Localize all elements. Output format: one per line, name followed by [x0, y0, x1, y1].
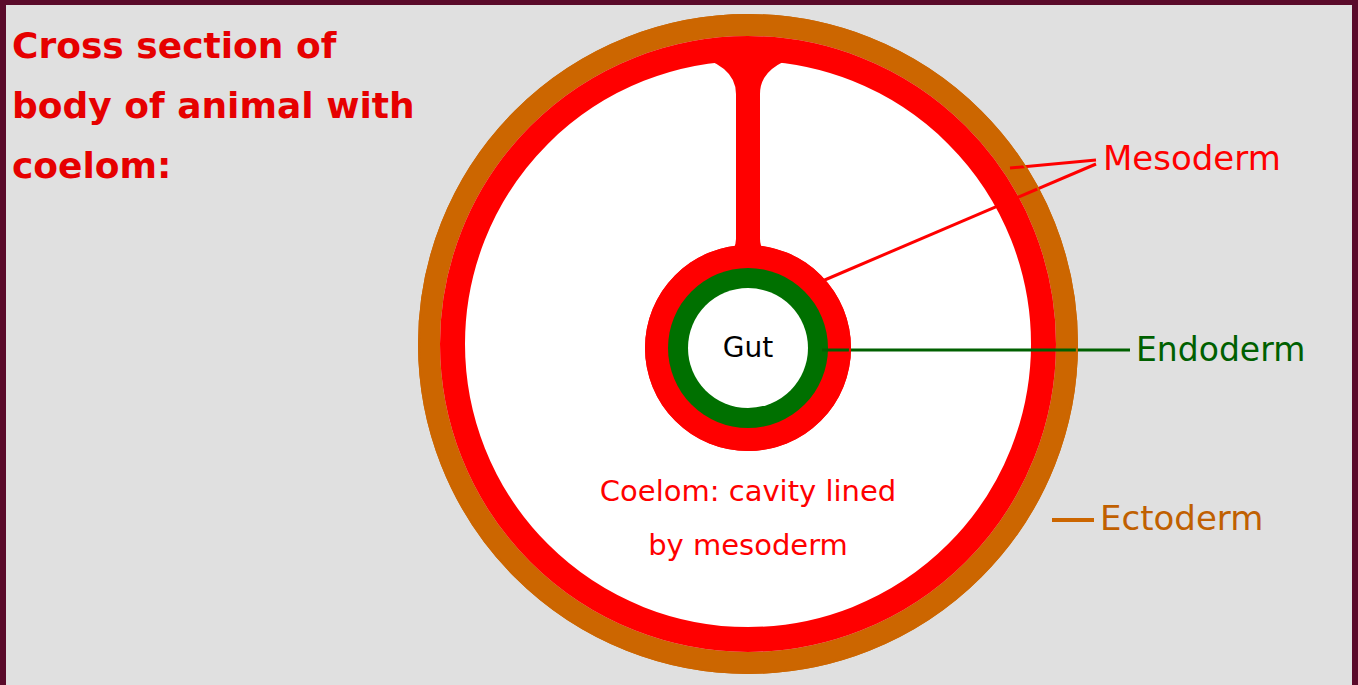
title-text-holder: Cross section of body of animal with coe… [12, 16, 432, 196]
coelom-label: Coelom: cavity lined by mesoderm [583, 464, 913, 572]
endoderm-label: Endoderm [1136, 330, 1351, 370]
ectoderm-label-holder: Ectoderm [1100, 498, 1340, 539]
gut-label-holder: Gut [688, 328, 808, 368]
endoderm-label-holder: Endoderm [1136, 330, 1351, 370]
ectoderm-label: Ectoderm [1100, 498, 1340, 539]
coelom-label-holder: Coelom: cavity lined by mesoderm [583, 464, 913, 572]
mesoderm-label-holder: Mesoderm [1103, 138, 1323, 179]
gut-label: Gut [688, 328, 808, 368]
gut-circle: Gut [645, 245, 851, 451]
mesoderm-label: Mesoderm [1103, 138, 1323, 179]
title-text: Cross section of body of animal with coe… [12, 16, 432, 196]
body-wall-circle: Coelom: cavity lined by mesoderm Gut [418, 14, 1078, 674]
